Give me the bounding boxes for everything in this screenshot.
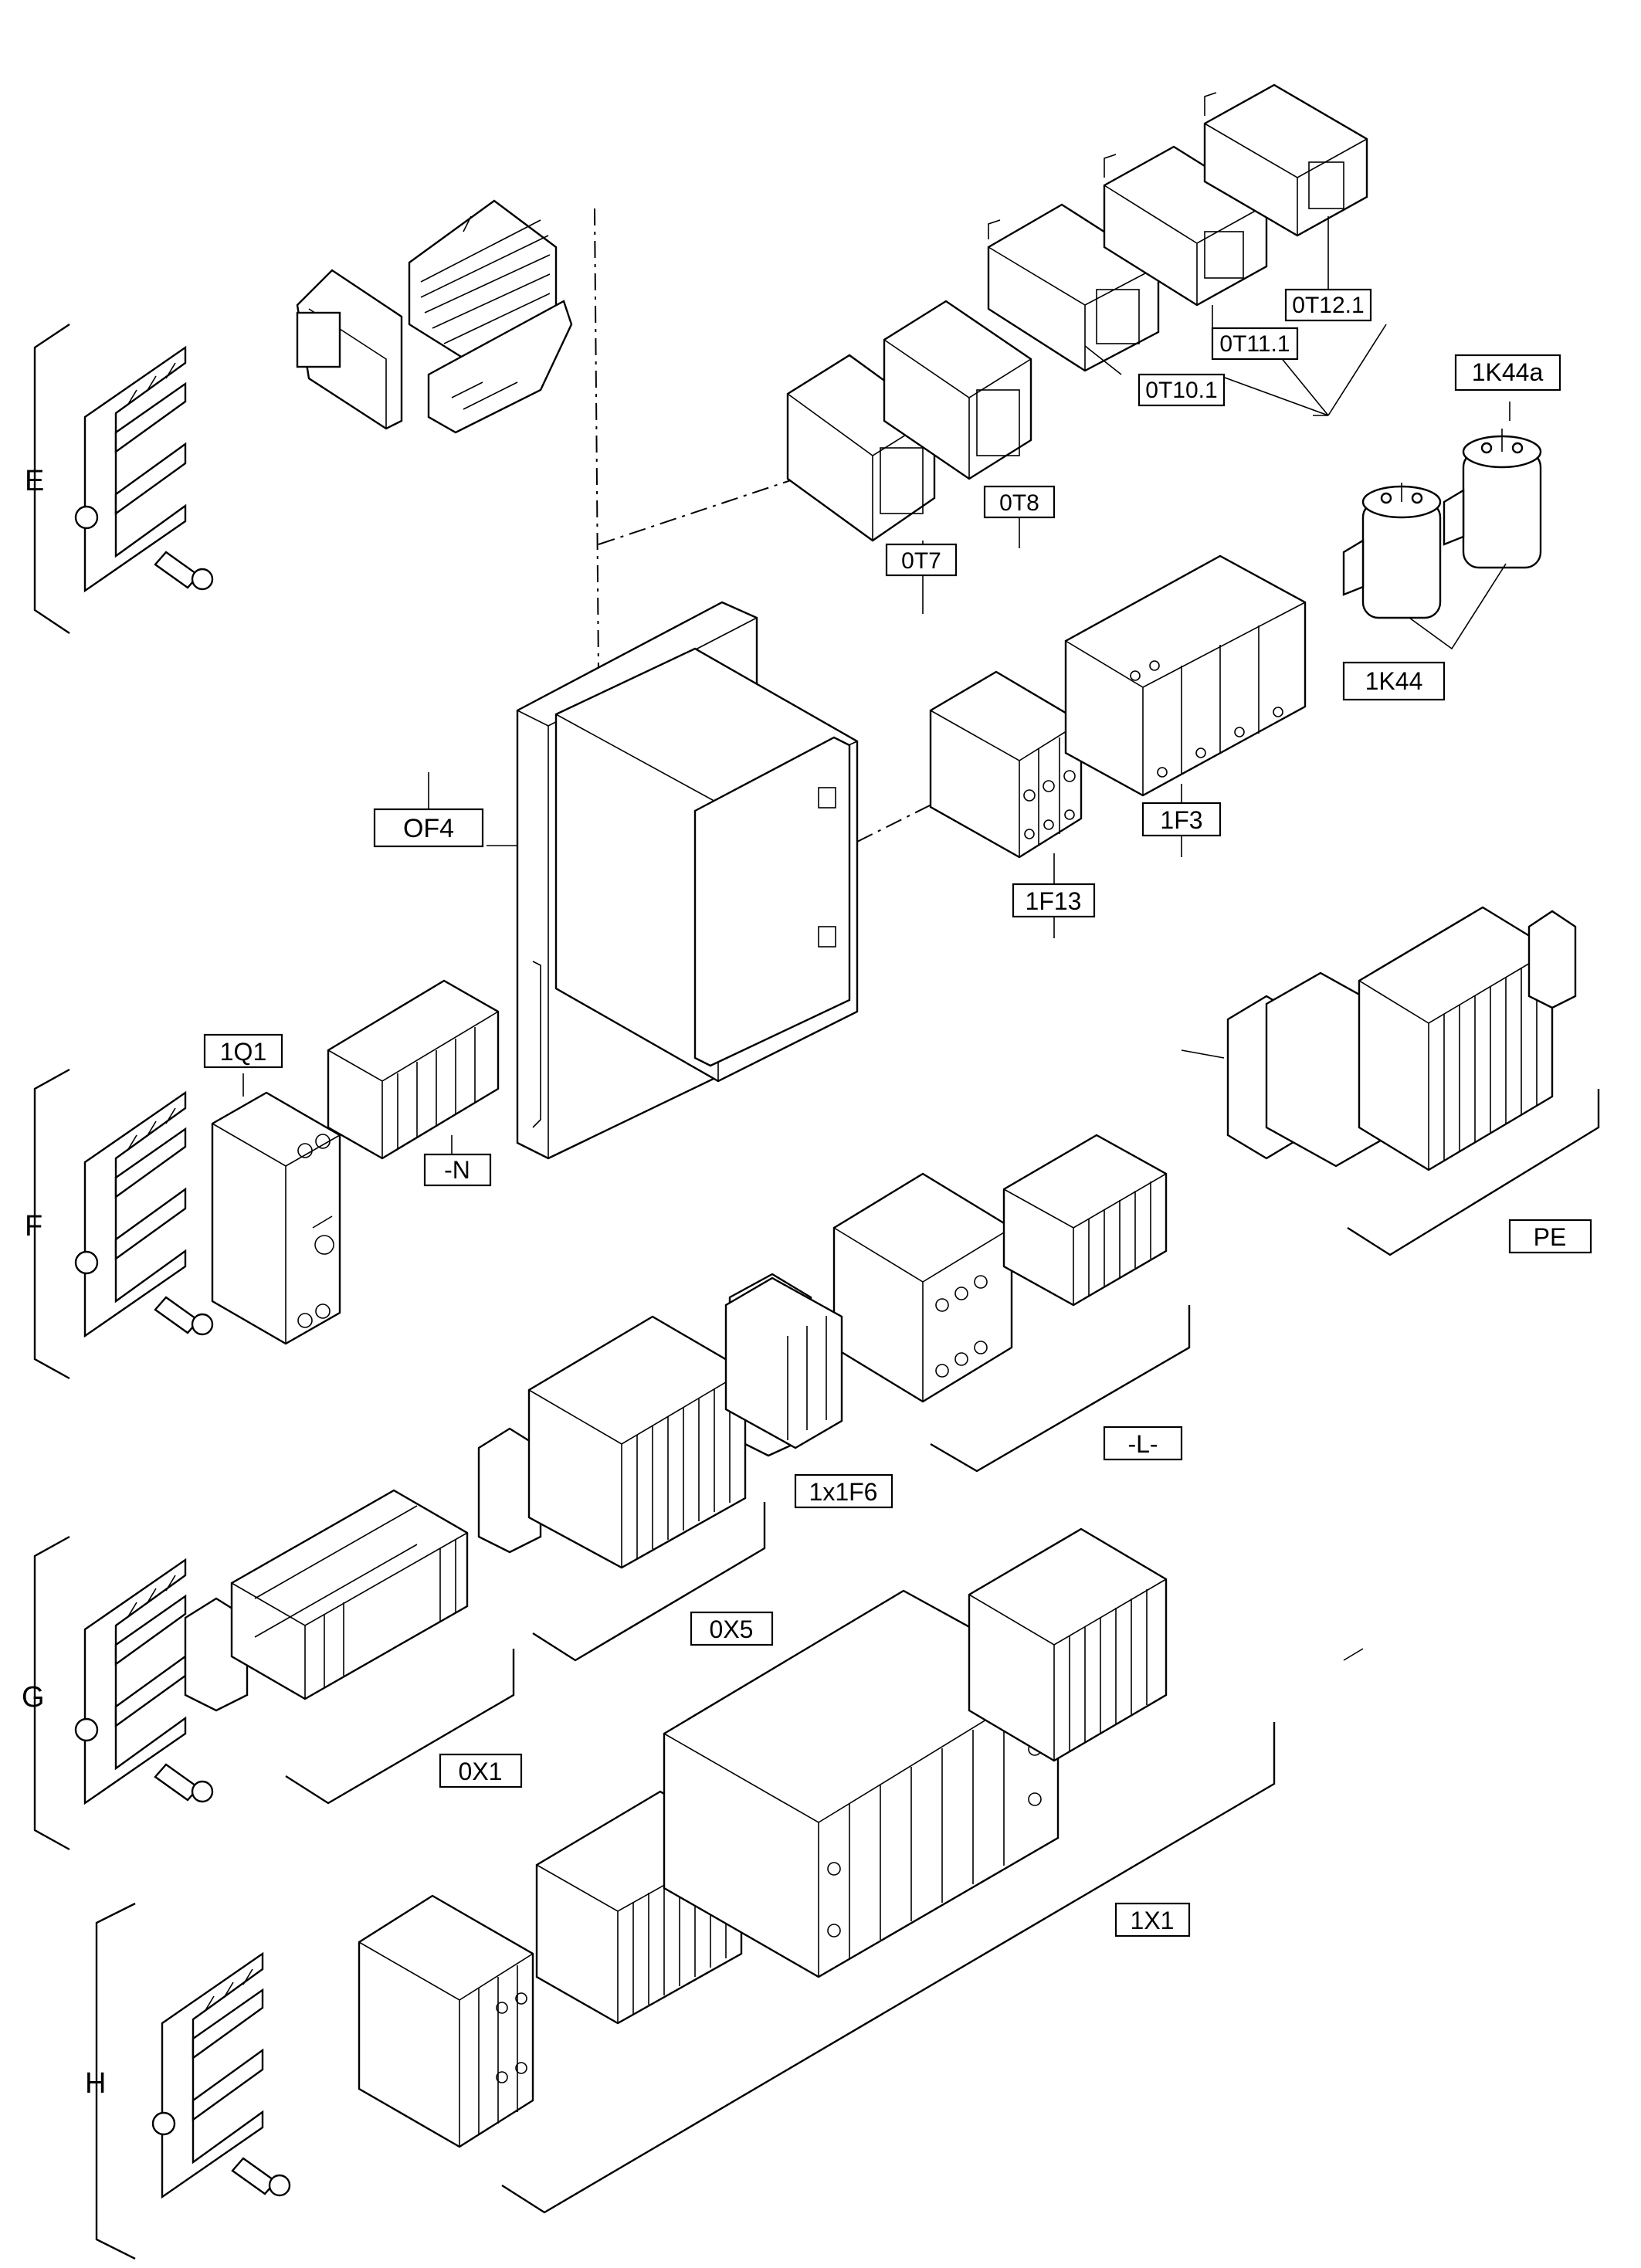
enclosure-of4 <box>516 601 859 1160</box>
group-bracket-h <box>95 1902 136 2260</box>
svg-text:1K44: 1K44 <box>1365 667 1423 695</box>
bracket-pe <box>1347 1089 1600 1256</box>
assembly-line-transformer <box>598 470 819 545</box>
din-rail-h <box>151 1951 291 2199</box>
terminal-group-1x1f6 <box>477 1276 843 1569</box>
svg-text:1X1: 1X1 <box>1131 1907 1175 1934</box>
svg-text:1F13: 1F13 <box>1026 887 1082 915</box>
group-label-f: F <box>25 1210 42 1242</box>
group-bracket-e <box>33 324 70 634</box>
glass-cover-plate <box>427 300 573 434</box>
label-0t7: 0T7 <box>885 543 958 577</box>
svg-text:-N: -N <box>444 1156 470 1184</box>
svg-text:0T11.1: 0T11.1 <box>1219 331 1290 357</box>
end-bracket-top <box>296 269 403 430</box>
assembly-line-fuse <box>856 802 935 842</box>
svg-text:1x1F6: 1x1F6 <box>809 1478 878 1506</box>
svg-text:1F3: 1F3 <box>1160 806 1202 834</box>
label-1f3: 1F3 <box>1141 802 1222 837</box>
bracket-l <box>930 1305 1191 1473</box>
group-bracket-f <box>33 1068 70 1380</box>
stray-tick <box>1343 1648 1364 1661</box>
label-n: -N <box>423 1153 492 1187</box>
din-rail-g <box>74 1558 214 1805</box>
svg-text:1K44a: 1K44a <box>1472 358 1544 386</box>
label-1x1f6: 1x1F6 <box>794 1473 893 1509</box>
capacitor-1k44a <box>1443 429 1542 569</box>
svg-text:0T12.1: 0T12.1 <box>1292 293 1364 318</box>
svg-text:-L-: -L- <box>1127 1430 1158 1458</box>
svg-text:0T8: 0T8 <box>999 490 1039 516</box>
terminal-group-0x1 <box>184 1489 469 1712</box>
group-label-h: H <box>85 2067 106 2100</box>
svg-text:0T7: 0T7 <box>901 548 941 574</box>
label-0x5: 0X5 <box>690 1611 774 1646</box>
label-l: -L- <box>1103 1426 1183 1461</box>
terminal-group-1x1 <box>358 1527 1168 2148</box>
label-0x1: 0X1 <box>439 1753 523 1788</box>
label-1x1: 1X1 <box>1114 1902 1191 1937</box>
svg-text:1Q1: 1Q1 <box>220 1038 266 1066</box>
label-0t10-1: 0T10.1 <box>1138 373 1226 407</box>
transformer-0t12-1 <box>1203 83 1368 237</box>
label-1k44a: 1K44a <box>1454 354 1561 392</box>
group-label-g: G <box>22 1681 45 1714</box>
svg-text:PE: PE <box>1534 1223 1567 1251</box>
group-label-e: E <box>25 465 44 497</box>
label-1f13: 1F13 <box>1012 883 1096 918</box>
label-of4: OF4 <box>373 808 484 848</box>
capacitor-1k44 <box>1342 483 1442 619</box>
label-1k44: 1K44 <box>1342 661 1446 701</box>
svg-text:0X1: 0X1 <box>459 1758 503 1785</box>
label-0t8: 0T8 <box>983 485 1056 519</box>
fuse-holder-1f3 <box>1064 554 1307 797</box>
label-pe: PE <box>1508 1219 1592 1254</box>
label-0t11-1: 0T11.1 <box>1211 327 1299 361</box>
circuit-breaker-1q1 <box>211 1091 341 1345</box>
group-bracket-g <box>33 1535 70 1851</box>
terminal-block-n <box>327 979 500 1160</box>
bracket-0x1 <box>285 1649 515 1805</box>
svg-text:0T10.1: 0T10.1 <box>1145 378 1217 403</box>
svg-text:OF4: OF4 <box>403 814 454 843</box>
din-rail-e <box>74 345 214 593</box>
transformer-0t8 <box>883 300 1032 480</box>
svg-text:0X5: 0X5 <box>710 1615 754 1643</box>
label-1q1: 1Q1 <box>203 1033 283 1069</box>
label-0t12-1: 0T12.1 <box>1284 288 1372 322</box>
bracket-0x5 <box>532 1502 766 1662</box>
assembly-line-enclosure <box>594 208 599 673</box>
fuse-holder-1f13 <box>929 670 1083 859</box>
din-rail-f <box>74 1090 214 1338</box>
bracket-1x1 <box>501 1722 1276 2214</box>
terminal-group-pe <box>1226 906 1577 1171</box>
